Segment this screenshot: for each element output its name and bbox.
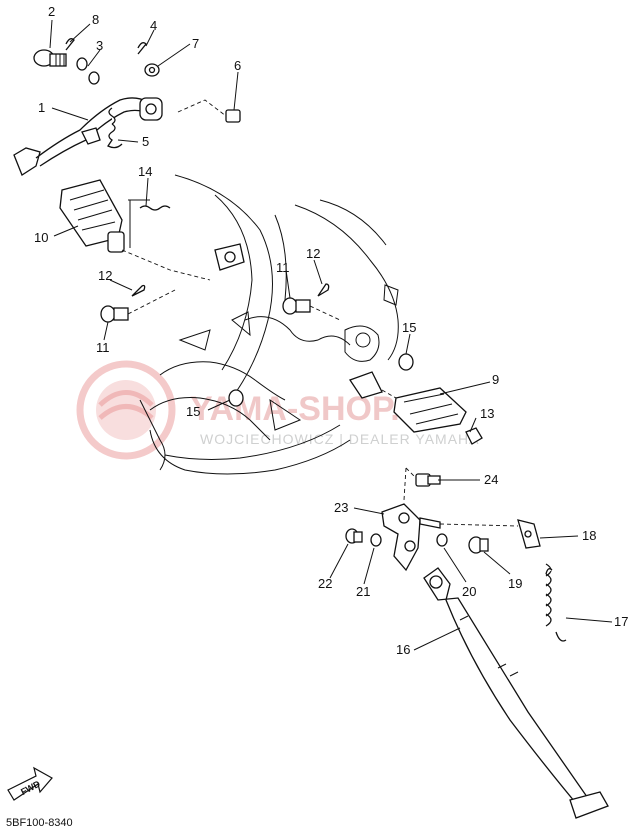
clevis-pin-6 [177,99,241,123]
forward-arrow-icon: FWD [7,766,53,801]
bolt-11-left [100,289,176,323]
bolt-22 [345,528,363,544]
footrest-left [59,179,211,281]
callout-14: 14 [138,164,152,179]
callout-15: 15 [402,320,416,335]
frame-outline [139,174,399,475]
callout-6: 6 [234,58,241,73]
callout-20: 20 [462,584,476,599]
cotter-pins [65,38,147,55]
footrest-right [349,371,467,433]
callout-24: 24 [484,472,498,487]
callout-15-left: 15 [186,404,200,419]
callout-12-right: 12 [306,246,320,261]
watermark-tagline: WOJCIECHOWICZ | DEALER YAMAHA [200,431,479,447]
footrest-bracket [214,243,245,271]
callout-11: 11 [96,340,110,355]
callout-5: 5 [142,134,149,149]
callout-12: 12 [98,268,112,283]
brake-pedal [13,97,163,176]
callout-9: 9 [492,372,499,387]
callout-8: 8 [92,12,99,27]
callout-10: 10 [34,230,48,245]
bolt-24 [403,467,441,501]
callout-4: 4 [150,18,157,33]
cotter-12-right [317,283,330,297]
callout-17: 17 [614,614,628,629]
side-stand-bracket [381,503,421,572]
spring-17 [545,563,567,642]
drawing-code: 5BF100-8340 [6,817,73,829]
callout-7: 7 [192,36,199,51]
stand-bolt-long [419,517,519,529]
washer-20 [436,533,448,547]
plate-18 [517,519,541,549]
callout-2: 2 [48,4,55,19]
callout-1: 1 [38,100,45,115]
washer-21 [370,533,382,547]
callout-13: 13 [480,406,494,421]
nut-15-right [398,353,414,371]
bolt-11-right [282,297,341,321]
callout-21: 21 [356,584,370,599]
callout-18: 18 [582,528,596,543]
spring-14 [128,199,171,248]
callout-19: 19 [508,576,522,591]
leader-lines [49,19,613,651]
washer-7 [144,63,160,77]
cotter-12-left [131,284,146,297]
callout-23: 23 [334,500,348,515]
collar-19 [468,536,489,554]
callout-22: 22 [318,576,332,591]
side-stand-16 [423,567,609,819]
pedal-spring [107,107,123,149]
washers [76,57,100,85]
watermark-logo-icon [76,360,176,460]
nut-15-left [228,389,244,407]
callout-16: 16 [396,642,410,657]
callout-labels: 2 8 3 4 7 6 1 5 14 10 12 11 11 12 15 9 1… [34,4,628,657]
callout-3: 3 [96,38,103,53]
pivot-bolt [33,49,67,67]
callout-11-right: 11 [276,260,290,275]
